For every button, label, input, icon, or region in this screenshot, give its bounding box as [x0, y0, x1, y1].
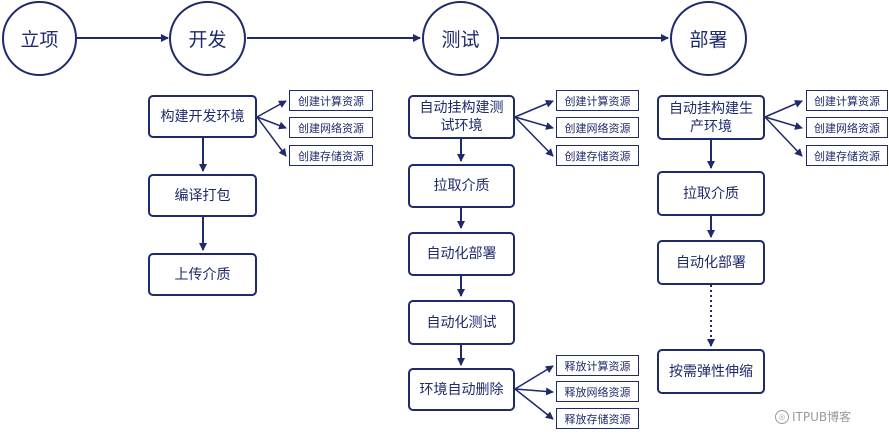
- resource-label: 创建网络资源: [298, 121, 364, 135]
- arrow-dev-res-1: [256, 100, 287, 118]
- dev-step-build-env: 构建开发环境: [148, 95, 257, 138]
- dev-res-storage: 创建存储资源: [289, 145, 373, 166]
- arrow-test-res-3: [514, 116, 554, 157]
- release-label: 释放存储资源: [564, 412, 631, 426]
- step-label: 拉取介质: [683, 185, 739, 202]
- arrow-dev-res-3: [256, 116, 287, 157]
- step-label: 构建开发环境: [160, 108, 245, 125]
- dev-step-upload: 上传介质: [148, 253, 257, 296]
- deploy-step-pull: 拉取介质: [657, 171, 765, 216]
- phase-label: 开发: [188, 29, 227, 51]
- test-step-build-env: 自动挂构建测试环境: [408, 95, 515, 139]
- phase-label: 立项: [20, 29, 59, 51]
- deploy-res-network: 创建网络资源: [806, 117, 888, 138]
- test-res-storage: 创建存储资源: [556, 145, 639, 166]
- step-label: 自动化部署: [426, 246, 497, 262]
- phase-ceshi: 测试: [422, 1, 499, 76]
- release-label: 释放计算资源: [564, 359, 631, 373]
- test-step-delete-env: 环境自动删除: [408, 368, 515, 411]
- arrow-dev-res-2: [256, 116, 287, 130]
- phase-bushu: 部署: [670, 1, 747, 76]
- resource-label: 创建存储资源: [564, 149, 631, 163]
- test-step-deploy: 自动化部署: [408, 232, 515, 276]
- test-release-storage: 释放存储资源: [556, 408, 639, 429]
- step-label: 拉取介质: [433, 178, 490, 194]
- step-label: 自动化测试: [426, 314, 497, 331]
- dev-res-compute: 创建计算资源: [289, 90, 373, 111]
- dev-step-compile: 编译打包: [148, 174, 257, 217]
- arrow-deploy-res-3: [764, 116, 803, 157]
- resource-label: 创建存储资源: [298, 149, 364, 163]
- resource-label: 创建计算资源: [564, 94, 631, 108]
- arrow-test-rel-2: [514, 387, 554, 396]
- step-label: 自动挂构建测试环境: [419, 100, 504, 134]
- step-label: 按需弹性伸缩: [669, 363, 753, 380]
- test-res-network: 创建网络资源: [556, 117, 639, 138]
- resource-label: 创建计算资源: [814, 94, 880, 108]
- resource-label: 创建计算资源: [298, 94, 364, 108]
- step-label: 自动挂构建生产环境: [669, 100, 753, 135]
- resource-label: 创建网络资源: [564, 121, 631, 135]
- arrow-test-rel-1: [514, 365, 554, 390]
- test-res-compute: 创建计算资源: [556, 90, 639, 111]
- watermark-logo-icon: ◎: [775, 409, 789, 424]
- deploy-step-build-env: 自动挂构建生产环境: [657, 95, 765, 140]
- step-label: 上传介质: [174, 266, 231, 283]
- resource-label: 创建存储资源: [814, 149, 880, 163]
- watermark: ◎ ITPUB博客: [775, 408, 851, 425]
- phase-label: 测试: [441, 29, 480, 51]
- watermark-text: ITPUB博客: [792, 410, 852, 424]
- step-label: 环境自动删除: [419, 381, 504, 398]
- arrow-deploy-res-2: [764, 116, 803, 130]
- test-release-compute: 释放计算资源: [556, 355, 639, 376]
- test-step-pull: 拉取介质: [408, 164, 515, 208]
- phase-lixiang: 立项: [2, 1, 77, 76]
- deploy-step-deploy: 自动化部署: [657, 240, 765, 285]
- release-label: 释放网络资源: [564, 385, 631, 399]
- arrow-deploy-res-1: [764, 100, 803, 118]
- dev-res-network: 创建网络资源: [289, 117, 373, 138]
- arrow-test-res-1: [514, 100, 554, 118]
- test-step-test: 自动化测试: [408, 300, 515, 345]
- arrow-test-rel-3: [514, 388, 554, 420]
- deploy-res-compute: 创建计算资源: [806, 90, 888, 111]
- phase-label: 部署: [689, 29, 728, 51]
- phase-kaifa: 开发: [169, 1, 246, 76]
- deploy-step-autoscale: 按需弹性伸缩: [657, 349, 765, 394]
- arrow-test-res-2: [514, 116, 554, 130]
- resource-label: 创建网络资源: [814, 121, 880, 135]
- step-label: 编译打包: [174, 187, 231, 204]
- deploy-res-storage: 创建存储资源: [806, 145, 888, 166]
- step-label: 自动化部署: [676, 254, 746, 271]
- test-release-network: 释放网络资源: [556, 381, 639, 402]
